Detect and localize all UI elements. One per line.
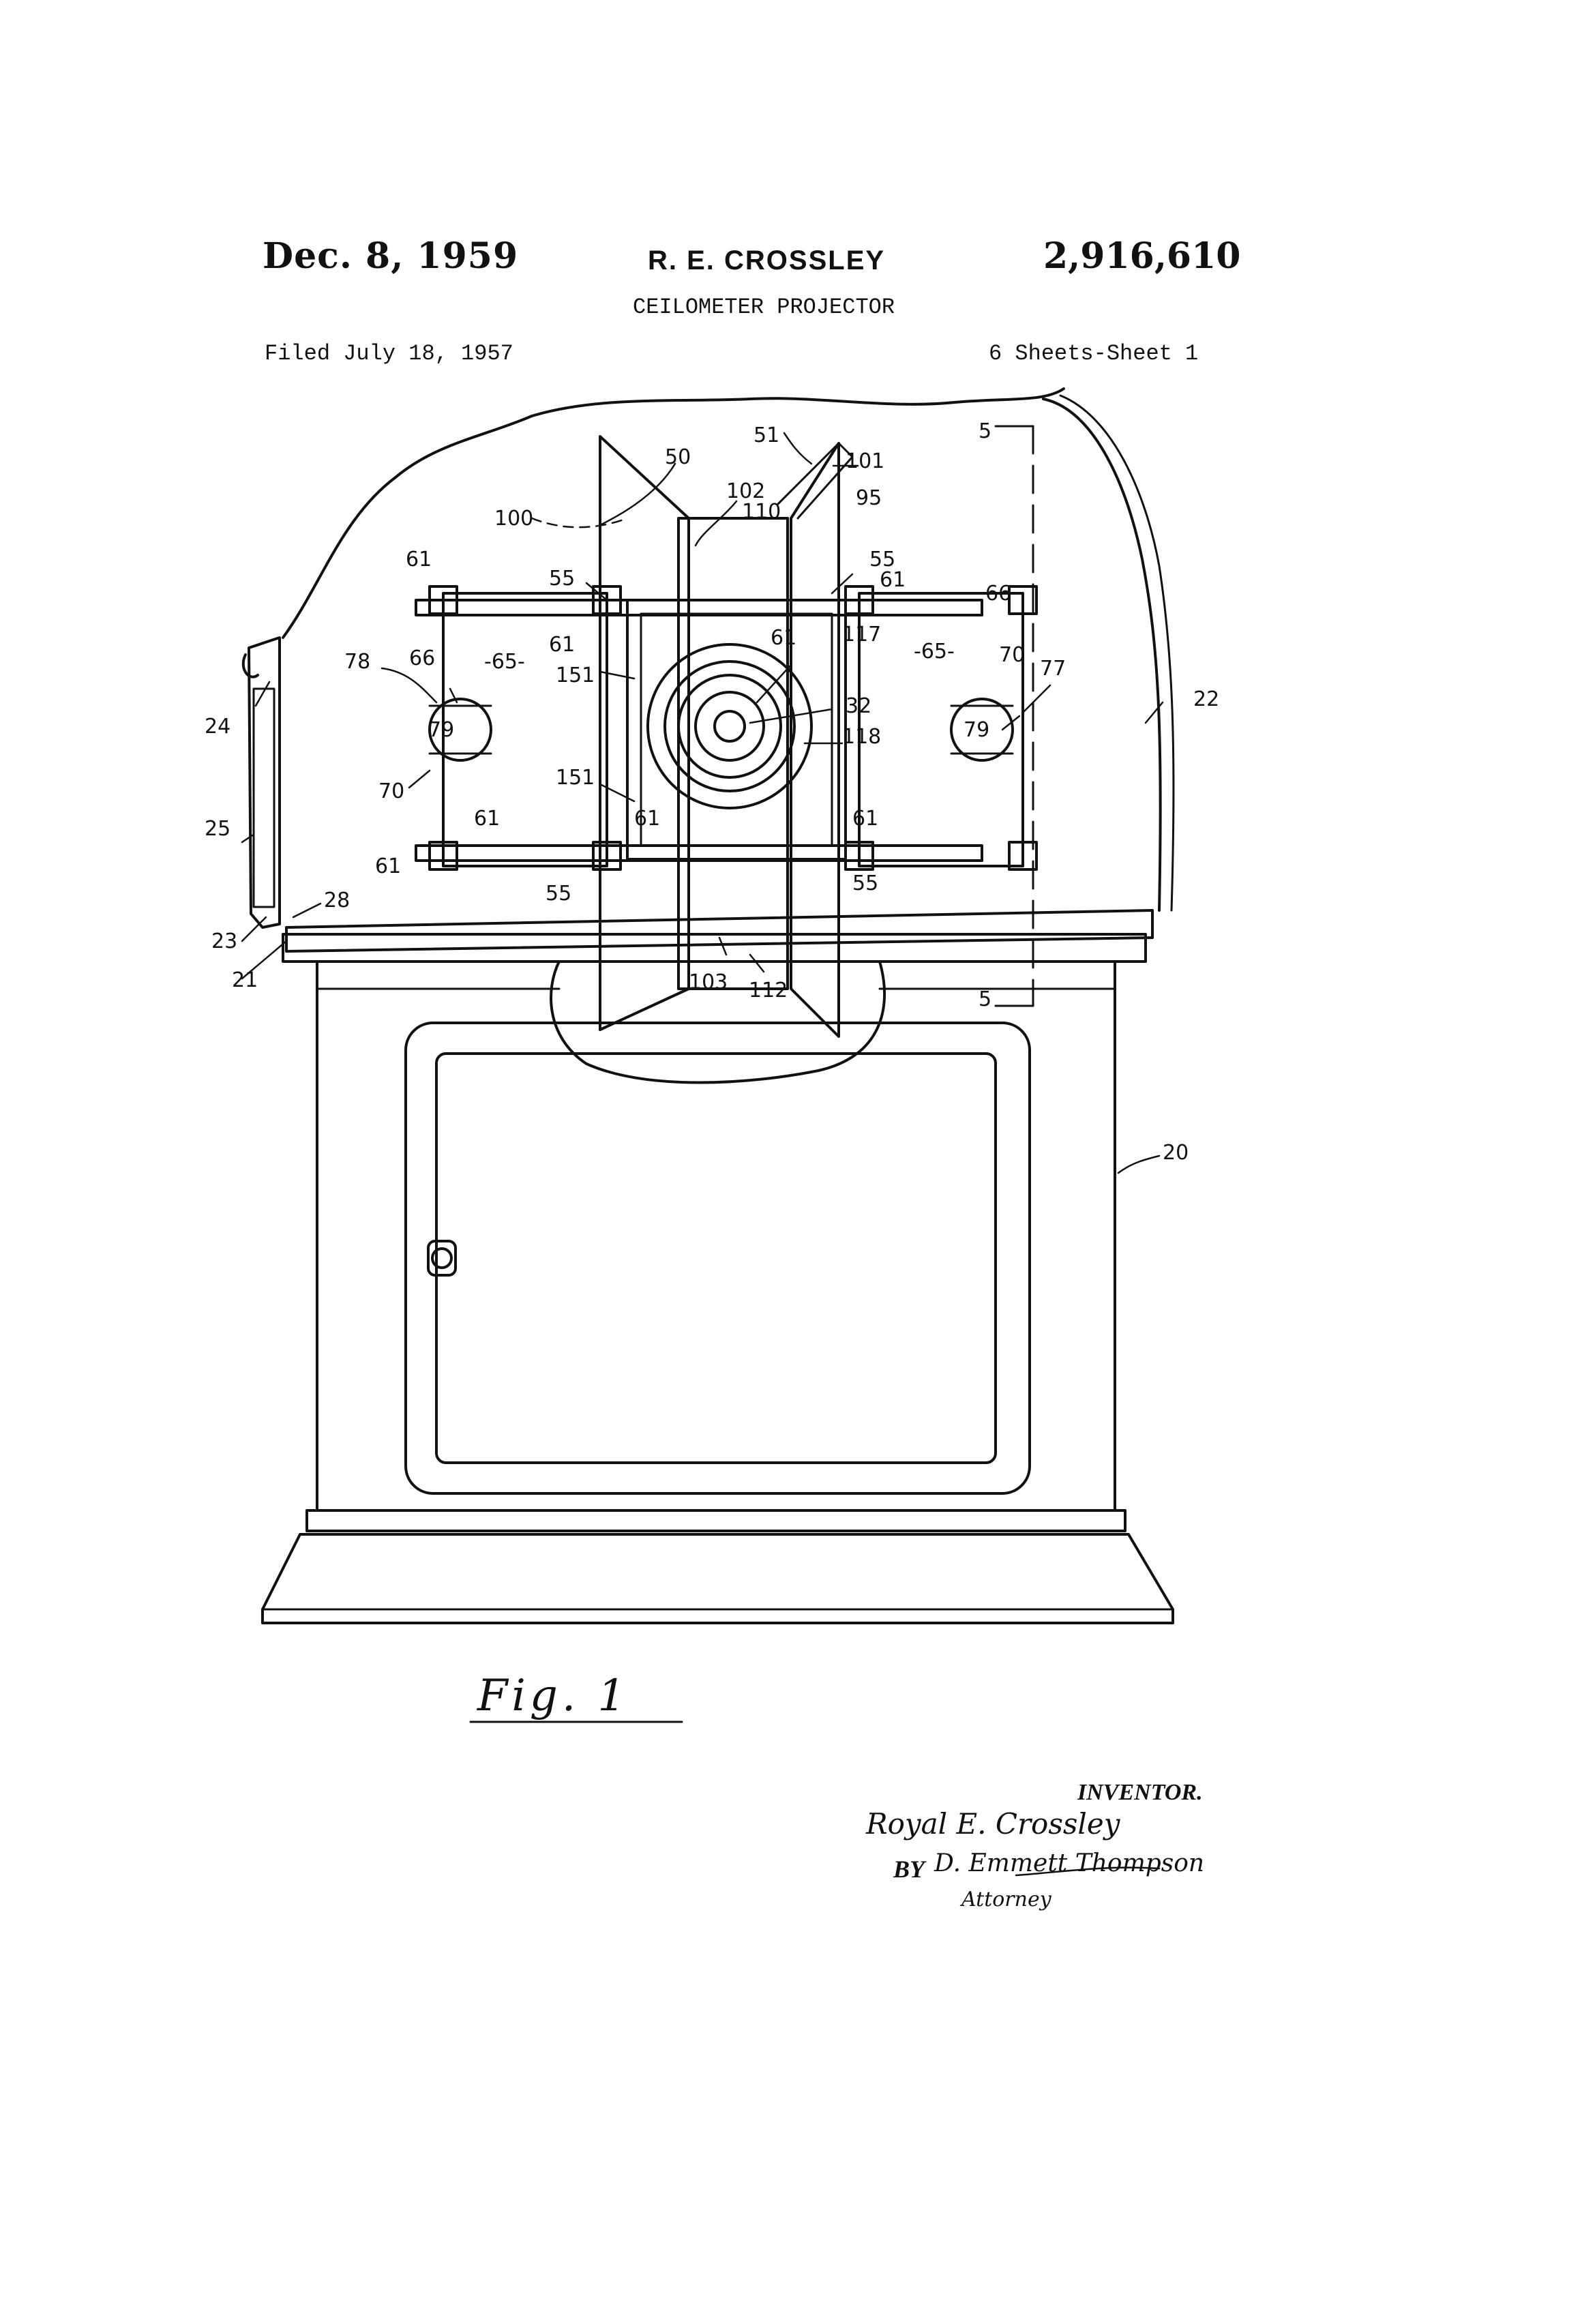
svg-text:117: 117 bbox=[842, 623, 881, 646]
left-door-glass bbox=[254, 689, 274, 907]
attorney-label: Attorney bbox=[961, 1888, 1051, 1911]
by-label: BY bbox=[893, 1855, 925, 1883]
right-mount-block bbox=[859, 593, 1023, 866]
svg-text:66: 66 bbox=[409, 646, 435, 670]
svg-text:-65-: -65- bbox=[914, 640, 955, 664]
pedestal-door-frame bbox=[406, 1023, 1030, 1493]
svg-text:79: 79 bbox=[964, 718, 989, 742]
pedestal-door bbox=[436, 1054, 996, 1463]
svg-text:61: 61 bbox=[771, 626, 796, 650]
housing-base-plate bbox=[283, 934, 1146, 962]
svg-text:61: 61 bbox=[406, 548, 432, 571]
svg-text:24: 24 bbox=[205, 715, 230, 739]
svg-text:78: 78 bbox=[344, 650, 370, 674]
svg-text:110: 110 bbox=[742, 500, 781, 524]
svg-text:5: 5 bbox=[979, 987, 991, 1011]
svg-text:22: 22 bbox=[1193, 687, 1219, 711]
svg-text:21: 21 bbox=[232, 968, 258, 992]
svg-text:101: 101 bbox=[846, 449, 884, 473]
svg-text:100: 100 bbox=[494, 507, 533, 531]
svg-text:95: 95 bbox=[856, 486, 882, 510]
svg-text:23: 23 bbox=[211, 929, 237, 953]
svg-text:55: 55 bbox=[546, 882, 571, 906]
housing-base-rim bbox=[286, 910, 1152, 951]
inventor-signature: Royal E. Crossley bbox=[866, 1807, 1120, 1841]
svg-text:51: 51 bbox=[753, 423, 779, 447]
svg-text:112: 112 bbox=[749, 979, 788, 1002]
svg-text:50: 50 bbox=[665, 445, 691, 469]
svg-text:32: 32 bbox=[846, 694, 871, 718]
svg-text:28: 28 bbox=[324, 889, 350, 912]
figure-caption: Fig. 1 bbox=[477, 1671, 629, 1721]
pedestal-plinth bbox=[307, 1510, 1125, 1531]
svg-text:-65-: -65- bbox=[484, 650, 525, 674]
svg-text:151: 151 bbox=[556, 766, 595, 790]
svg-text:61: 61 bbox=[634, 807, 660, 831]
attorney-signature: D. Emmett Thompson bbox=[934, 1849, 1204, 1877]
svg-text:70: 70 bbox=[999, 643, 1025, 667]
left-mount-block bbox=[443, 593, 607, 866]
svg-text:118: 118 bbox=[842, 725, 881, 749]
svg-text:20: 20 bbox=[1163, 1141, 1189, 1165]
svg-text:61: 61 bbox=[852, 807, 878, 831]
plate-50 bbox=[600, 436, 689, 1030]
svg-text:5: 5 bbox=[979, 419, 991, 443]
svg-text:61: 61 bbox=[375, 854, 401, 878]
svg-text:61: 61 bbox=[549, 633, 575, 657]
svg-text:103: 103 bbox=[689, 970, 728, 994]
svg-text:55: 55 bbox=[549, 567, 575, 591]
svg-text:77: 77 bbox=[1040, 657, 1066, 681]
svg-text:55: 55 bbox=[852, 872, 878, 895]
svg-text:25: 25 bbox=[205, 817, 230, 841]
svg-text:61: 61 bbox=[474, 807, 500, 831]
lamp-center bbox=[715, 711, 745, 741]
svg-text:66: 66 bbox=[985, 582, 1011, 606]
svg-text:79: 79 bbox=[428, 718, 454, 742]
housing-curved-top bbox=[1043, 399, 1161, 910]
svg-text:61: 61 bbox=[880, 568, 906, 592]
svg-text:151: 151 bbox=[556, 664, 595, 687]
inventor-label: INVENTOR. bbox=[1077, 1780, 1203, 1806]
svg-text:70: 70 bbox=[378, 779, 404, 803]
